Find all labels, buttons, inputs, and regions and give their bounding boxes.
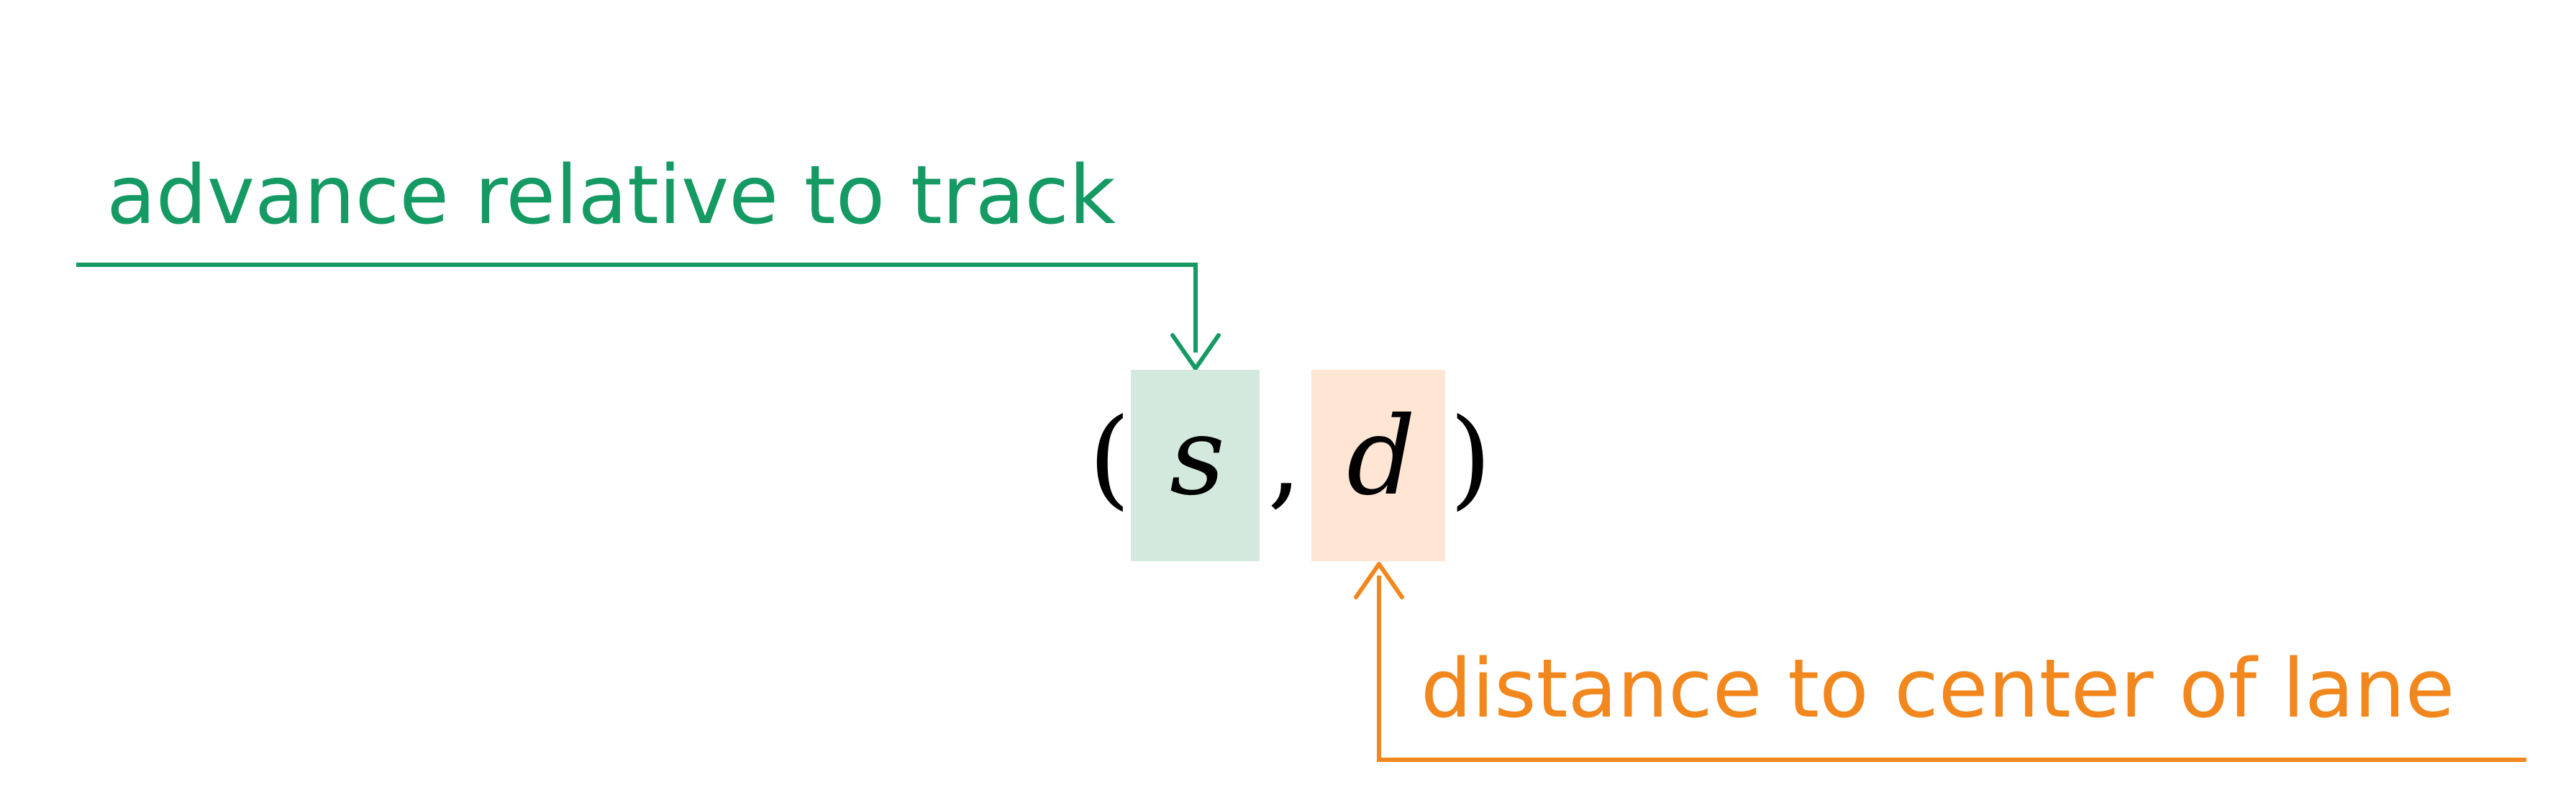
top-arrowhead bbox=[1170, 333, 1221, 371]
variable-d: d bbox=[1347, 394, 1416, 519]
variable-s: s bbox=[1170, 394, 1225, 519]
top-connector-line bbox=[76, 263, 1198, 353]
bottom-connector-line bbox=[1377, 576, 2526, 762]
s-highlight-box bbox=[1131, 370, 1260, 561]
close-paren: ) bbox=[1449, 396, 1492, 521]
d-highlight-box bbox=[1311, 370, 1445, 561]
open-paren: ( bbox=[1088, 396, 1131, 521]
bottom-arrowhead bbox=[1354, 562, 1404, 599]
comma: , bbox=[1267, 396, 1302, 521]
top-label: advance relative to track bbox=[106, 149, 1116, 242]
bottom-label: distance to center of lane bbox=[1421, 643, 2454, 736]
